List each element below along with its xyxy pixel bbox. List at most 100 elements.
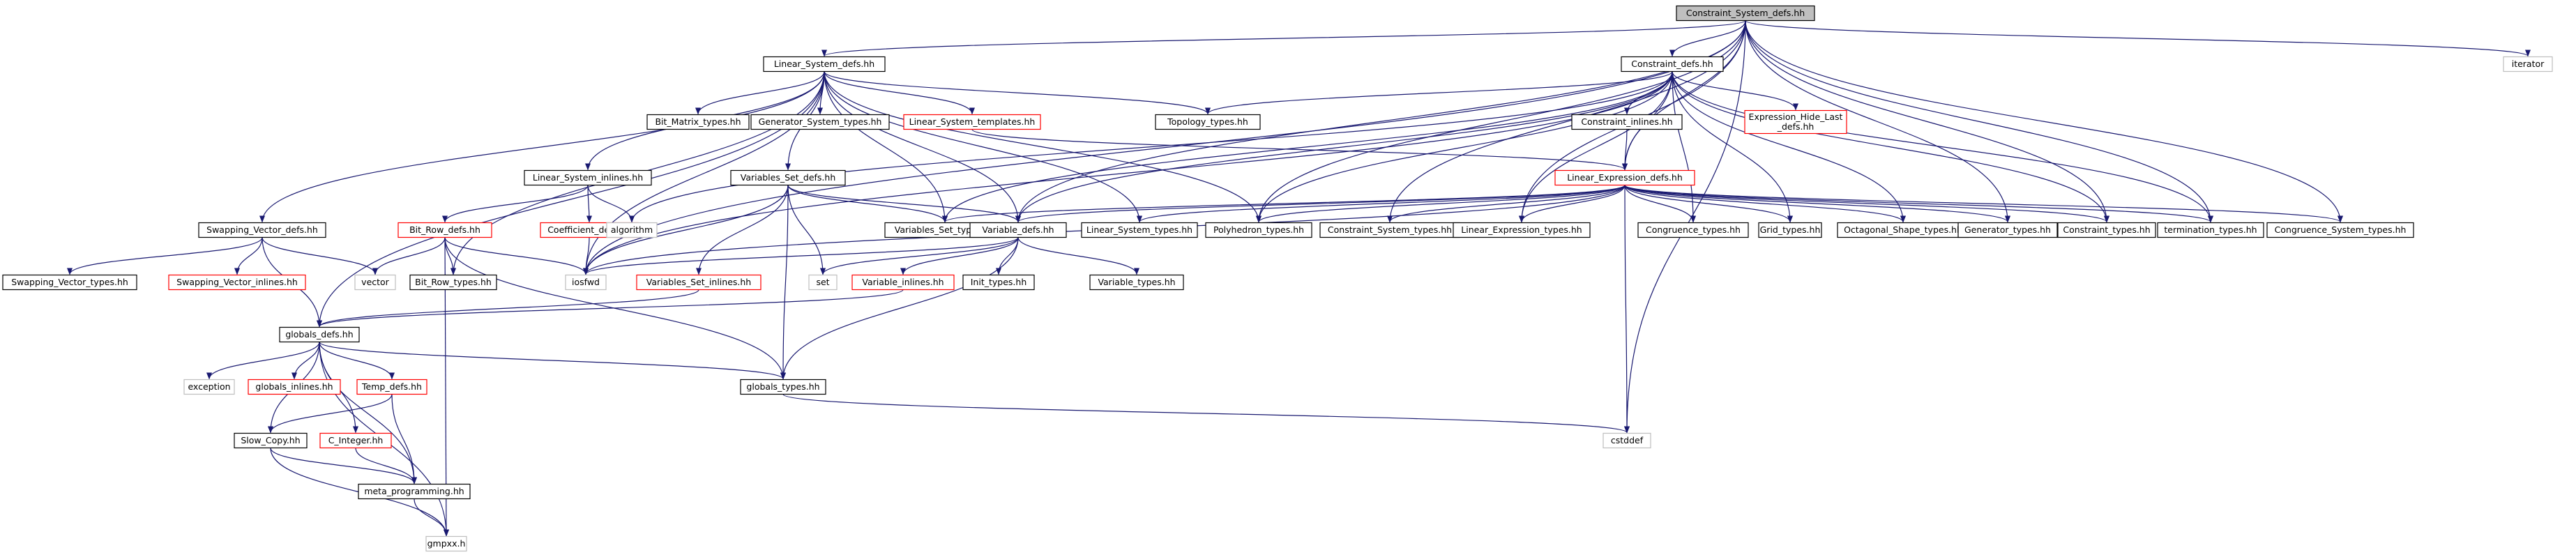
- node-it[interactable]: Init_types.hh: [962, 274, 1035, 291]
- node-gridt[interactable]: Grid_types.hh: [1758, 222, 1822, 238]
- node-box-cd: [1621, 56, 1724, 73]
- node-sc[interactable]: Slow_Copy.hh: [234, 432, 308, 449]
- node-label-vsi: Variables_Set_inlines.hh: [646, 277, 751, 287]
- node-cd[interactable]: Constraint_defs.hh: [1621, 56, 1724, 73]
- node-led[interactable]: Linear_Expression_defs.hh: [1554, 169, 1695, 186]
- node-label-gt: globals_types.hh: [746, 381, 819, 392]
- node-label-brd: Bit_Row_defs.hh: [409, 224, 480, 235]
- node-vi[interactable]: Variable_inlines.hh: [851, 274, 955, 291]
- node-let[interactable]: Linear_Expression_types.hh: [1453, 222, 1591, 238]
- node-iosfwd: iosfwd: [565, 274, 607, 291]
- node-label-vt: Variable_types.hh: [1098, 277, 1175, 287]
- node-box-svi: [168, 274, 306, 291]
- node-topo[interactable]: Topology_types.hh: [1155, 114, 1261, 130]
- node-lsi[interactable]: Linear_System_inlines.hh: [524, 169, 652, 186]
- node-label-lsd: Linear_System_defs.hh: [774, 59, 874, 69]
- node-label-gridt: Grid_types.hh: [1760, 224, 1821, 235]
- node-box-brt: [409, 274, 497, 291]
- node-congt[interactable]: Congruence_types.hh: [1637, 222, 1749, 238]
- node-label-ehl: _defs.hh: [1777, 121, 1814, 132]
- edge-vd-to-vi: [900, 237, 1019, 275]
- node-vsd[interactable]: Variables_Set_defs.hh: [730, 169, 846, 186]
- node-box-sc: [234, 432, 308, 449]
- node-gent[interactable]: Generator_types.hh: [1957, 222, 2058, 238]
- edge-gd-to-gt: [319, 341, 786, 380]
- node-label-svt: Swapping_Vector_types.hh: [11, 277, 128, 287]
- node-box-gd: [279, 326, 360, 343]
- node-lst[interactable]: Linear_System_types.hh: [1081, 222, 1198, 238]
- node-label-ct: Constraint_types.hh: [2063, 224, 2150, 235]
- edge-led-to-pt: [1256, 184, 1626, 223]
- node-gst[interactable]: Generator_System_types.hh: [750, 114, 890, 130]
- node-algorithm: algorithm: [606, 222, 658, 238]
- node-cint[interactable]: C_Integer.hh: [319, 432, 392, 449]
- node-label-vector: vector: [361, 277, 390, 287]
- edge-cd-to-ct: [1672, 71, 2109, 223]
- node-label-vi: Variable_inlines.hh: [862, 277, 944, 287]
- node-label-tempd: Temp_defs.hh: [361, 381, 422, 392]
- node-lsd[interactable]: Linear_System_defs.hh: [763, 56, 886, 73]
- node-csd[interactable]: Constraint_System_defs.hh: [1676, 5, 1815, 22]
- node-iterator: iterator: [2503, 56, 2553, 73]
- node-label-svi: Swapping_Vector_inlines.hh: [176, 277, 298, 287]
- node-ost[interactable]: Octagonal_Shape_types.hh: [1837, 222, 1969, 238]
- edge-brd-to-gmpxx: [443, 237, 449, 537]
- edge-svd-to-vector: [262, 237, 378, 275]
- node-svt[interactable]: Swapping_Vector_types.hh: [2, 274, 137, 291]
- node-lstpl[interactable]: Linear_System_templates.hh: [903, 114, 1041, 130]
- edge-cd-to-tt: [1672, 71, 2213, 223]
- edge-led-to-cstddef: [1623, 185, 1630, 434]
- node-pt[interactable]: Polyhedron_types.hh: [1205, 222, 1312, 238]
- node-box-let: [1453, 222, 1591, 238]
- node-tt[interactable]: termination_types.hh: [2157, 222, 2264, 238]
- node-vector: vector: [354, 274, 396, 291]
- node-box-cgst: [2266, 222, 2414, 238]
- node-ehl[interactable]: Expression_Hide_Last_defs.hh: [1744, 109, 1847, 135]
- node-box-it: [962, 274, 1035, 291]
- node-gt[interactable]: globals_types.hh: [740, 379, 826, 395]
- edge-led-to-tt: [1624, 184, 2213, 223]
- node-box-svd: [198, 222, 326, 238]
- node-ci[interactable]: Constraint_inlines.hh: [1571, 114, 1683, 130]
- node-vt[interactable]: Variable_types.hh: [1089, 274, 1184, 291]
- node-brd[interactable]: Bit_Row_defs.hh: [397, 222, 492, 238]
- edge-lsd-to-lst: [824, 71, 1142, 223]
- node-ct[interactable]: Constraint_types.hh: [2057, 222, 2156, 238]
- edge-cd-to-algorithm: [629, 71, 1673, 223]
- node-tempd[interactable]: Temp_defs.hh: [356, 379, 427, 395]
- node-cgst[interactable]: Congruence_System_types.hh: [2266, 222, 2414, 238]
- node-svd[interactable]: Swapping_Vector_defs.hh: [198, 222, 326, 238]
- node-box-vt: [1089, 274, 1184, 291]
- node-label-cgst: Congruence_System_types.hh: [2275, 224, 2407, 235]
- edge-svd-to-svt: [67, 237, 263, 275]
- edge-csd-to-cd: [1669, 20, 1746, 57]
- node-brt[interactable]: Bit_Row_types.hh: [409, 274, 497, 291]
- edge-led-to-lst: [1137, 184, 1626, 223]
- edge-lsi-to-brd: [442, 185, 589, 223]
- node-svi[interactable]: Swapping_Vector_inlines.hh: [168, 274, 306, 291]
- node-cst[interactable]: Constraint_System_types.hh: [1319, 222, 1460, 238]
- node-set: set: [808, 274, 838, 291]
- node-box-lstpl: [903, 114, 1041, 130]
- node-box-svt: [2, 274, 137, 291]
- node-label-gd: globals_defs.hh: [285, 329, 353, 339]
- node-box-gi: [248, 379, 341, 395]
- node-gi[interactable]: globals_inlines.hh: [248, 379, 341, 395]
- node-vsi[interactable]: Variables_Set_inlines.hh: [636, 274, 762, 291]
- node-gd[interactable]: globals_defs.hh: [279, 326, 360, 343]
- node-box-csd: [1676, 5, 1815, 22]
- node-vd[interactable]: Variable_defs.hh: [969, 222, 1067, 238]
- node-label-brt: Bit_Row_types.hh: [415, 277, 492, 287]
- edge-lsi-to-algorithm: [587, 185, 635, 223]
- node-meta[interactable]: meta_programming.hh: [358, 483, 471, 500]
- node-box-pt: [1205, 222, 1312, 238]
- edge-lsi-to-coefd: [586, 185, 592, 223]
- node-box-ehl: [1744, 109, 1847, 135]
- node-bmt[interactable]: Bit_Matrix_types.hh: [646, 114, 750, 130]
- edge-ci-to-led: [1622, 129, 1628, 171]
- node-label-cstddef: cstddef: [1611, 435, 1644, 445]
- edge-led-to-ost: [1624, 185, 1906, 223]
- node-label-lst: Linear_System_types.hh: [1086, 224, 1192, 235]
- edge-sc-to-meta: [270, 448, 417, 484]
